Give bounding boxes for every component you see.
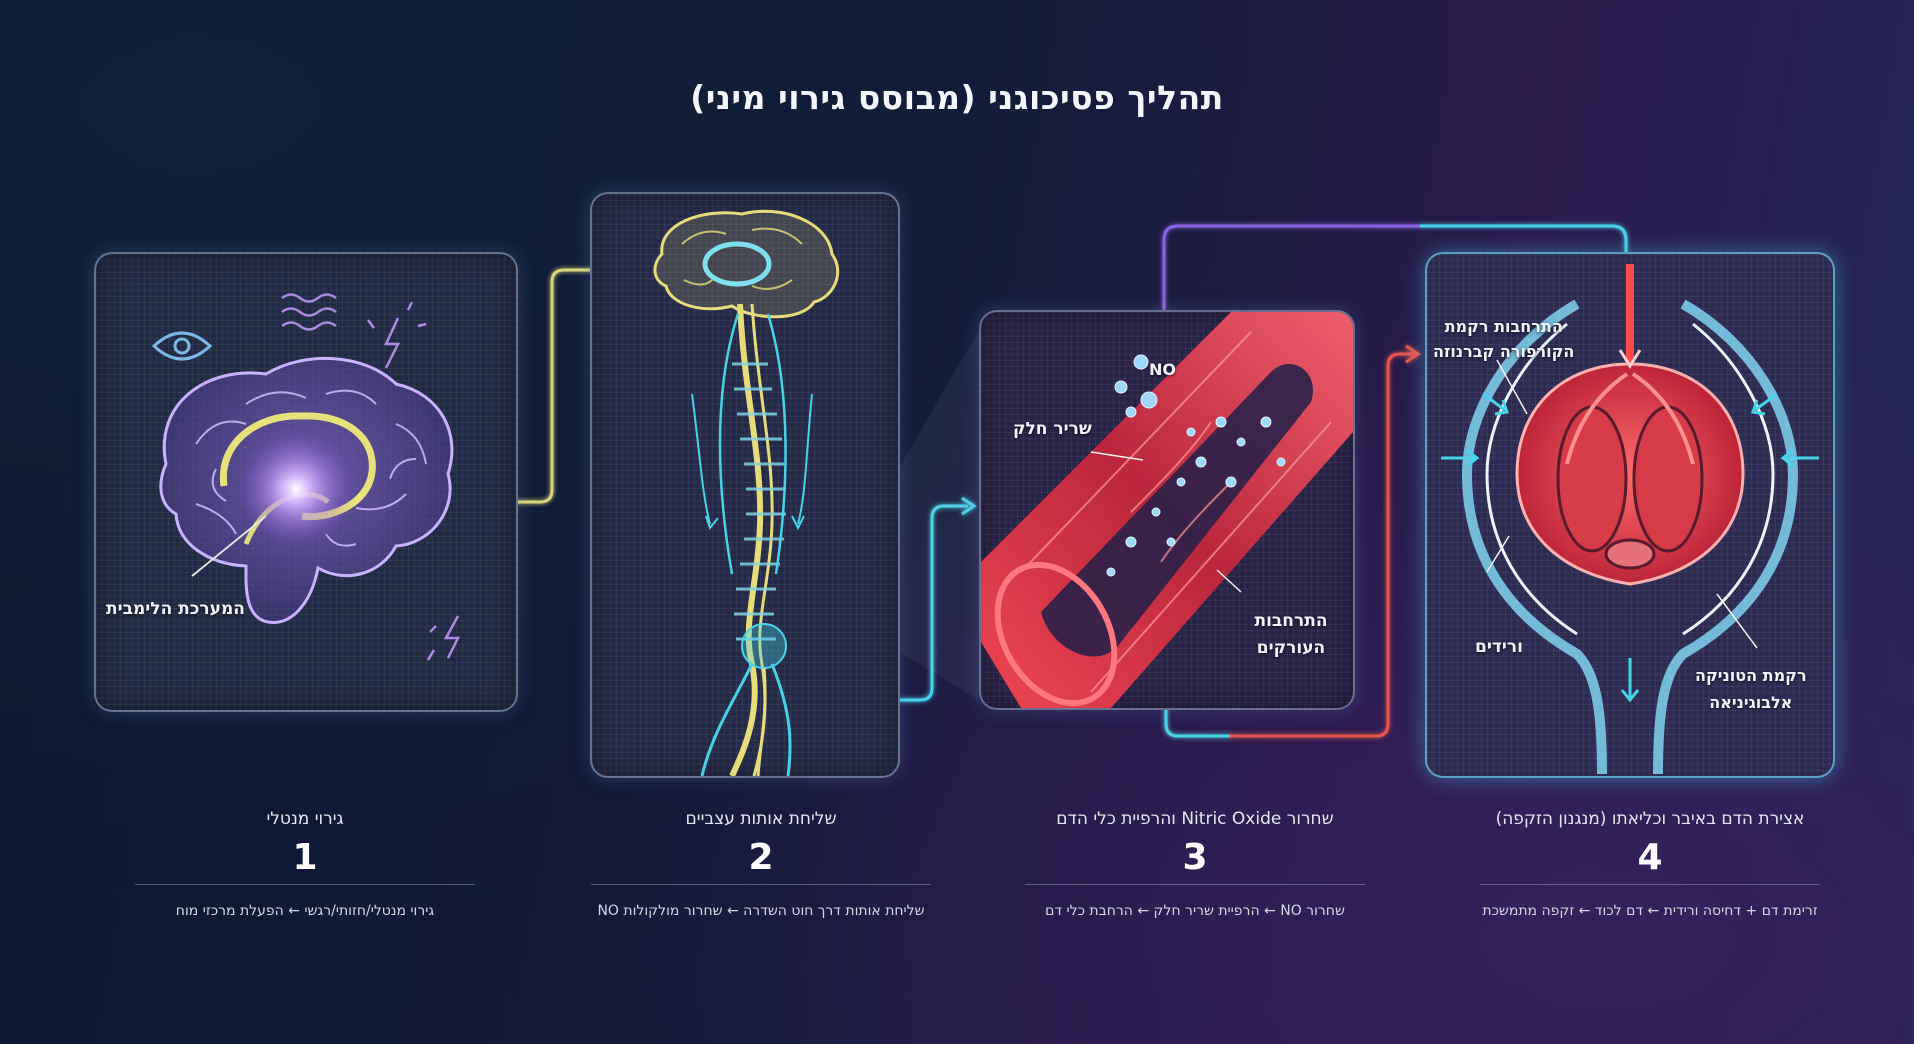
brain-icon [653,209,840,319]
step-title: אצירת הדם באיבר וכליאתו (מנגנון הזקפה) [1495,809,1805,829]
label-smooth-muscle: שריר חלק [1013,419,1092,439]
no-molecules [1106,354,1286,577]
step-2: שליחת אותות עצביים 2 שליחת אותות דרך חוט… [591,806,931,919]
spark-icon [367,301,427,369]
label-no: NO [1149,360,1176,379]
leader-smooth-muscle [1090,451,1144,461]
step-description: שחרור NO ← הרפיית שריר חלק ← הרחבת כלי ד… [1045,903,1345,919]
waves-icon [281,293,337,331]
panel-blood-trapping: התרחבות רקמת הקורפורה קברנוזה ורידים רקמ… [1425,252,1835,778]
spark-icon-small [426,615,461,661]
panel-nerve-signals [590,192,900,778]
panel-nitric-oxide: NO שריר חלק התרחבות העורקים [979,310,1355,710]
leader-veins [1486,535,1510,573]
label-artery-dilation-line1: התרחבות [1254,611,1328,631]
leader-tunica [1716,593,1758,649]
brain-icon [159,356,454,624]
step-divider [1025,884,1365,885]
label-artery-dilation-line2: העורקים [1256,638,1326,658]
step-title: שחרור Nitric Oxide והרפיית כלי הדם [1056,809,1334,829]
label-tunica-line1: רקמת הטוניקה [1695,666,1807,685]
eye-icon [151,331,213,361]
panel-mental-stimulation: המערכת הלימבית [94,252,518,712]
label-artery-dilation: התרחבות העורקים [1251,608,1331,662]
label-veins: ורידים [1475,637,1523,657]
step-description: שליחת אותות דרך חוט השדרה ← שחרור מולקול… [597,903,925,919]
step-divider [135,884,475,885]
connector-3-4-top [1162,224,1628,310]
connector-3-4-bottom [1164,344,1421,738]
label-tunica-albuginea: רקמת הטוניקה אלבוגיניאה [1695,662,1807,716]
page-title: תהליך פסיכוגני (מבוסס גירוי מיני) [690,78,1224,117]
label-tunica-line2: אלבוגיניאה [1709,693,1793,712]
step-title: גירוי מנטלי [266,809,344,829]
label-corpora-line2: הקורפורה קברנוזה [1433,342,1575,361]
step-number: 4 [1637,837,1663,878]
leader-corpora [1496,359,1528,415]
blood-vessel-icon [981,312,1353,708]
step-4: אצירת הדם באיבר וכליאתו (מנגנון הזקפה) 4… [1480,806,1820,919]
label-limbic-system: המערכת הלימבית [106,599,245,619]
step-1: גירוי מנטלי 1 גירוי מנטלי/חזותי/רגשי ← ה… [135,806,475,919]
label-corpora-line1: התרחבות רקמת [1444,317,1563,336]
step-number: 3 [1182,837,1208,878]
step-3: שחרור Nitric Oxide והרפיית כלי הדם 3 שחר… [1025,806,1365,919]
step-divider [1480,884,1820,885]
step-number: 1 [292,837,318,878]
spine-icon [691,303,813,776]
step-number: 2 [748,837,774,878]
connector-2-3 [822,496,977,702]
penis-cross-section-icon [1441,264,1819,775]
step-description: גירוי מנטלי/חזותי/רגשי ← הפעלת מרכזי מוח [175,903,435,919]
label-corpora-cavernosa: התרחבות רקמת הקורפורה קברנוזה [1433,314,1574,364]
step-description: זרימת דם + דחיסה ורידית ← דם לכוד ← זקפה… [1482,903,1818,919]
leader-dilation [1216,569,1242,593]
step-divider [591,884,931,885]
step-title: שליחת אותות עצביים [685,809,837,829]
